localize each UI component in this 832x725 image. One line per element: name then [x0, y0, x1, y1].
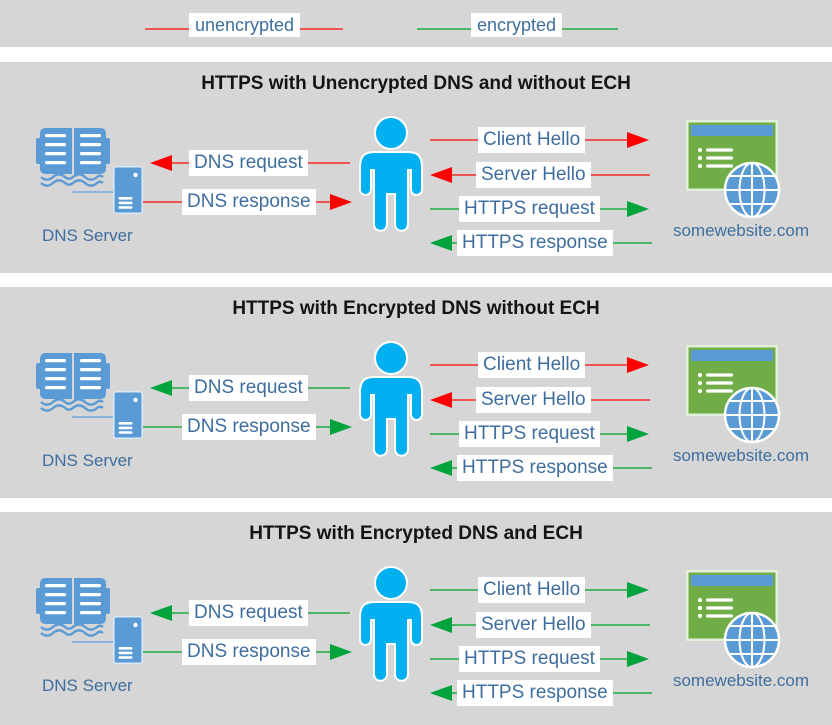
- label-server-hello: Server Hello: [476, 612, 591, 638]
- user-person-icon: [359, 566, 423, 682]
- label-https-request: HTTPS request: [459, 421, 600, 447]
- label-server-hello: Server Hello: [476, 387, 591, 413]
- book-server-connector: [72, 641, 116, 643]
- arrowhead-icon: [627, 201, 649, 217]
- label-https-request: HTTPS request: [459, 646, 600, 672]
- arrowhead-icon: [430, 685, 452, 701]
- browser-titlebar: [691, 575, 773, 586]
- label-server-hello: Server Hello: [476, 162, 591, 188]
- panel-title: HTTPS with Unencrypted DNS and without E…: [201, 73, 631, 94]
- globe-icon: [723, 611, 781, 669]
- arrowhead-icon: [330, 644, 352, 660]
- label-https-request: HTTPS request: [459, 196, 600, 222]
- arrowhead-icon: [627, 651, 649, 667]
- arrowhead-icon: [150, 605, 172, 621]
- browser-titlebar: [691, 125, 773, 136]
- user-person-icon: [359, 116, 423, 232]
- website-caption: somewebsite.com: [672, 446, 810, 465]
- label-dns-request: DNS request: [189, 600, 308, 626]
- arrowhead-icon: [330, 194, 352, 210]
- label-dns-response: DNS response: [182, 414, 316, 440]
- label-client-hello: Client Hello: [478, 352, 586, 378]
- arrowhead-icon: [430, 392, 452, 408]
- scenario-panel: HTTPS with Encrypted DNS without ECH: [0, 287, 832, 498]
- scenario-panel: HTTPS with Encrypted DNS and ECH: [0, 512, 832, 725]
- dns-server-icon: [113, 166, 143, 214]
- arrowhead-icon: [627, 357, 649, 373]
- arrowhead-icon: [330, 419, 352, 435]
- website-icon: [686, 120, 781, 219]
- website-caption: somewebsite.com: [672, 221, 810, 240]
- label-dns-request: DNS request: [189, 150, 308, 176]
- label-https-response: HTTPS response: [457, 455, 613, 481]
- dns-server-caption: DNS Server: [42, 451, 133, 470]
- encrypted-legend-label: encrypted: [471, 13, 563, 37]
- book-server-connector: [72, 191, 116, 193]
- website-icon: [686, 570, 781, 669]
- unencrypted-legend-label: unencrypted: [189, 13, 301, 37]
- dns-server-icon: [113, 616, 143, 664]
- label-dns-response: DNS response: [182, 189, 316, 215]
- arrowhead-icon: [627, 582, 649, 598]
- list-icon: [697, 147, 733, 169]
- dns-server-caption: DNS Server: [42, 226, 133, 245]
- label-client-hello: Client Hello: [478, 127, 586, 153]
- dns-book-icon: [36, 128, 110, 187]
- panel-title: HTTPS with Encrypted DNS without ECH: [232, 298, 600, 319]
- dns-book-icon: [36, 578, 110, 637]
- legend: unencrypted encrypted: [0, 0, 832, 47]
- label-dns-request: DNS request: [189, 375, 308, 401]
- arrowhead-icon: [430, 617, 452, 633]
- website-icon: [686, 345, 781, 444]
- arrowhead-icon: [150, 155, 172, 171]
- dns-book-icon: [36, 353, 110, 412]
- label-client-hello: Client Hello: [478, 577, 586, 603]
- label-https-response: HTTPS response: [457, 680, 613, 706]
- arrowhead-icon: [627, 132, 649, 148]
- browser-titlebar: [691, 350, 773, 361]
- arrowhead-icon: [627, 426, 649, 442]
- arrowhead-icon: [430, 235, 452, 251]
- book-server-connector: [72, 416, 116, 418]
- list-icon: [697, 372, 733, 394]
- panel-title: HTTPS with Encrypted DNS and ECH: [249, 523, 583, 544]
- list-icon: [697, 597, 733, 619]
- globe-icon: [723, 161, 781, 219]
- label-https-response: HTTPS response: [457, 230, 613, 256]
- globe-icon: [723, 386, 781, 444]
- dns-server-icon: [113, 391, 143, 439]
- arrowhead-icon: [150, 380, 172, 396]
- dns-server-caption: DNS Server: [42, 676, 133, 695]
- user-person-icon: [359, 341, 423, 457]
- arrowhead-icon: [430, 167, 452, 183]
- label-dns-response: DNS response: [182, 639, 316, 665]
- scenario-panel: HTTPS with Unencrypted DNS and without E…: [0, 62, 832, 273]
- arrowhead-icon: [430, 460, 452, 476]
- website-caption: somewebsite.com: [672, 671, 810, 690]
